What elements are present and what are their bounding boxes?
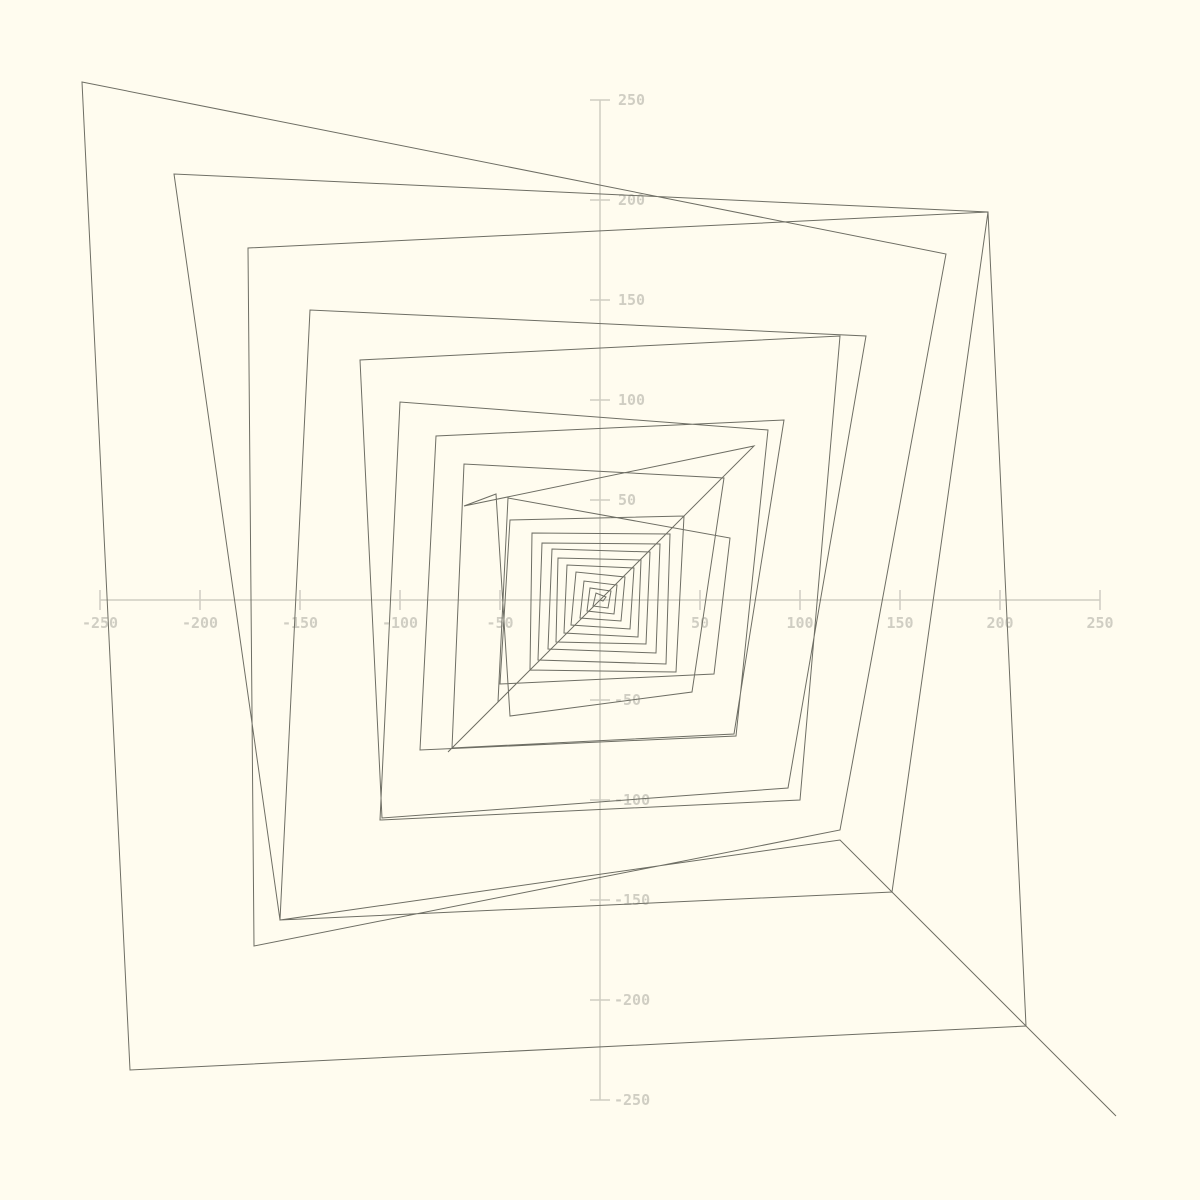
y-tick-label: 50 [618, 491, 636, 509]
x-tick-label: 100 [786, 614, 813, 632]
series-layer [81, 81, 1117, 1117]
x-tick-label: 250 [1086, 614, 1113, 632]
x-tick-label: -200 [182, 614, 218, 632]
y-tick-label: 100 [618, 391, 645, 409]
x-tick-label: 50 [691, 614, 709, 632]
y-tick-label: 250 [618, 91, 645, 109]
x-tick-label: 150 [886, 614, 913, 632]
y-tick-label: 150 [618, 291, 645, 309]
series-line-0 [81, 81, 1117, 1117]
x-tick-label: -150 [282, 614, 318, 632]
axis-ticks [99, 99, 1101, 1101]
y-tick-label: -250 [614, 1091, 650, 1109]
x-tick-label: -250 [82, 614, 118, 632]
x-tick-label: -50 [486, 614, 513, 632]
x-tick-label: -100 [382, 614, 418, 632]
y-tick-label: -150 [614, 891, 650, 909]
x-tick-label: 200 [986, 614, 1013, 632]
y-tick-label: -200 [614, 991, 650, 1009]
